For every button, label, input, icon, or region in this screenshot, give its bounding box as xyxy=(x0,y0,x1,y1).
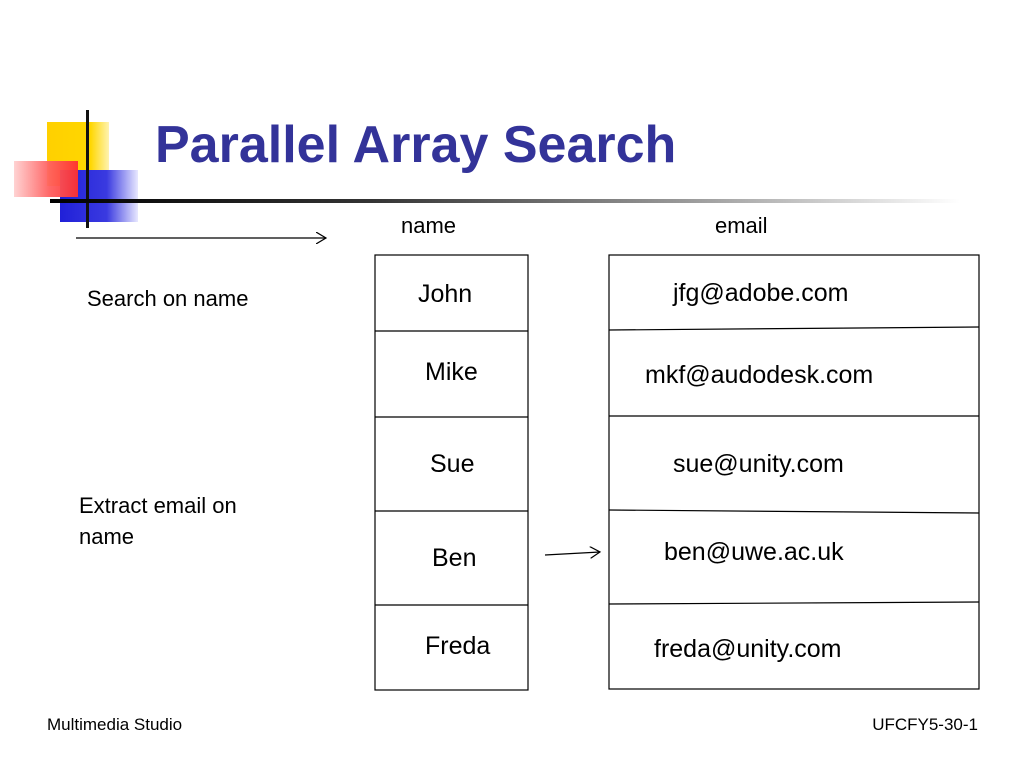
extract-email-note: Extract email on name xyxy=(79,490,237,552)
name-cell: Freda xyxy=(425,632,491,660)
email-array-divider xyxy=(608,326,980,331)
email-cell: freda@unity.com xyxy=(654,635,842,663)
search-on-name-note: Search on name xyxy=(87,286,249,311)
extract-arrow xyxy=(544,552,600,555)
extract-email-note-line2: name xyxy=(79,524,135,549)
email-cell: jfg@adobe.com xyxy=(673,279,849,307)
email-array-divider xyxy=(608,601,980,605)
email-cell: sue@unity.com xyxy=(673,450,844,478)
email-cell: mkf@audodesk.com xyxy=(645,361,874,389)
email-column-header: email xyxy=(715,213,768,238)
email-cell: ben@uwe.ac.uk xyxy=(664,538,844,566)
name-column-header: name xyxy=(401,213,457,238)
footer-module-code: UFCFY5-30-1 xyxy=(872,715,978,734)
name-cell: John xyxy=(418,280,473,308)
email-array-divider xyxy=(608,509,980,514)
title-underline xyxy=(50,199,960,203)
name-cell: Mike xyxy=(425,358,478,386)
extract-email-note-line1: Extract email on xyxy=(79,493,237,518)
name-cell: Ben xyxy=(432,544,477,572)
name-cell: Sue xyxy=(430,450,475,478)
email-array-border xyxy=(608,254,980,690)
name-array-border xyxy=(374,254,529,691)
decor-vertical-line xyxy=(86,110,89,228)
decor-red-square xyxy=(14,161,78,197)
footer-course-name: Multimedia Studio xyxy=(47,715,183,734)
slide-title: Parallel Array Search xyxy=(155,116,677,174)
